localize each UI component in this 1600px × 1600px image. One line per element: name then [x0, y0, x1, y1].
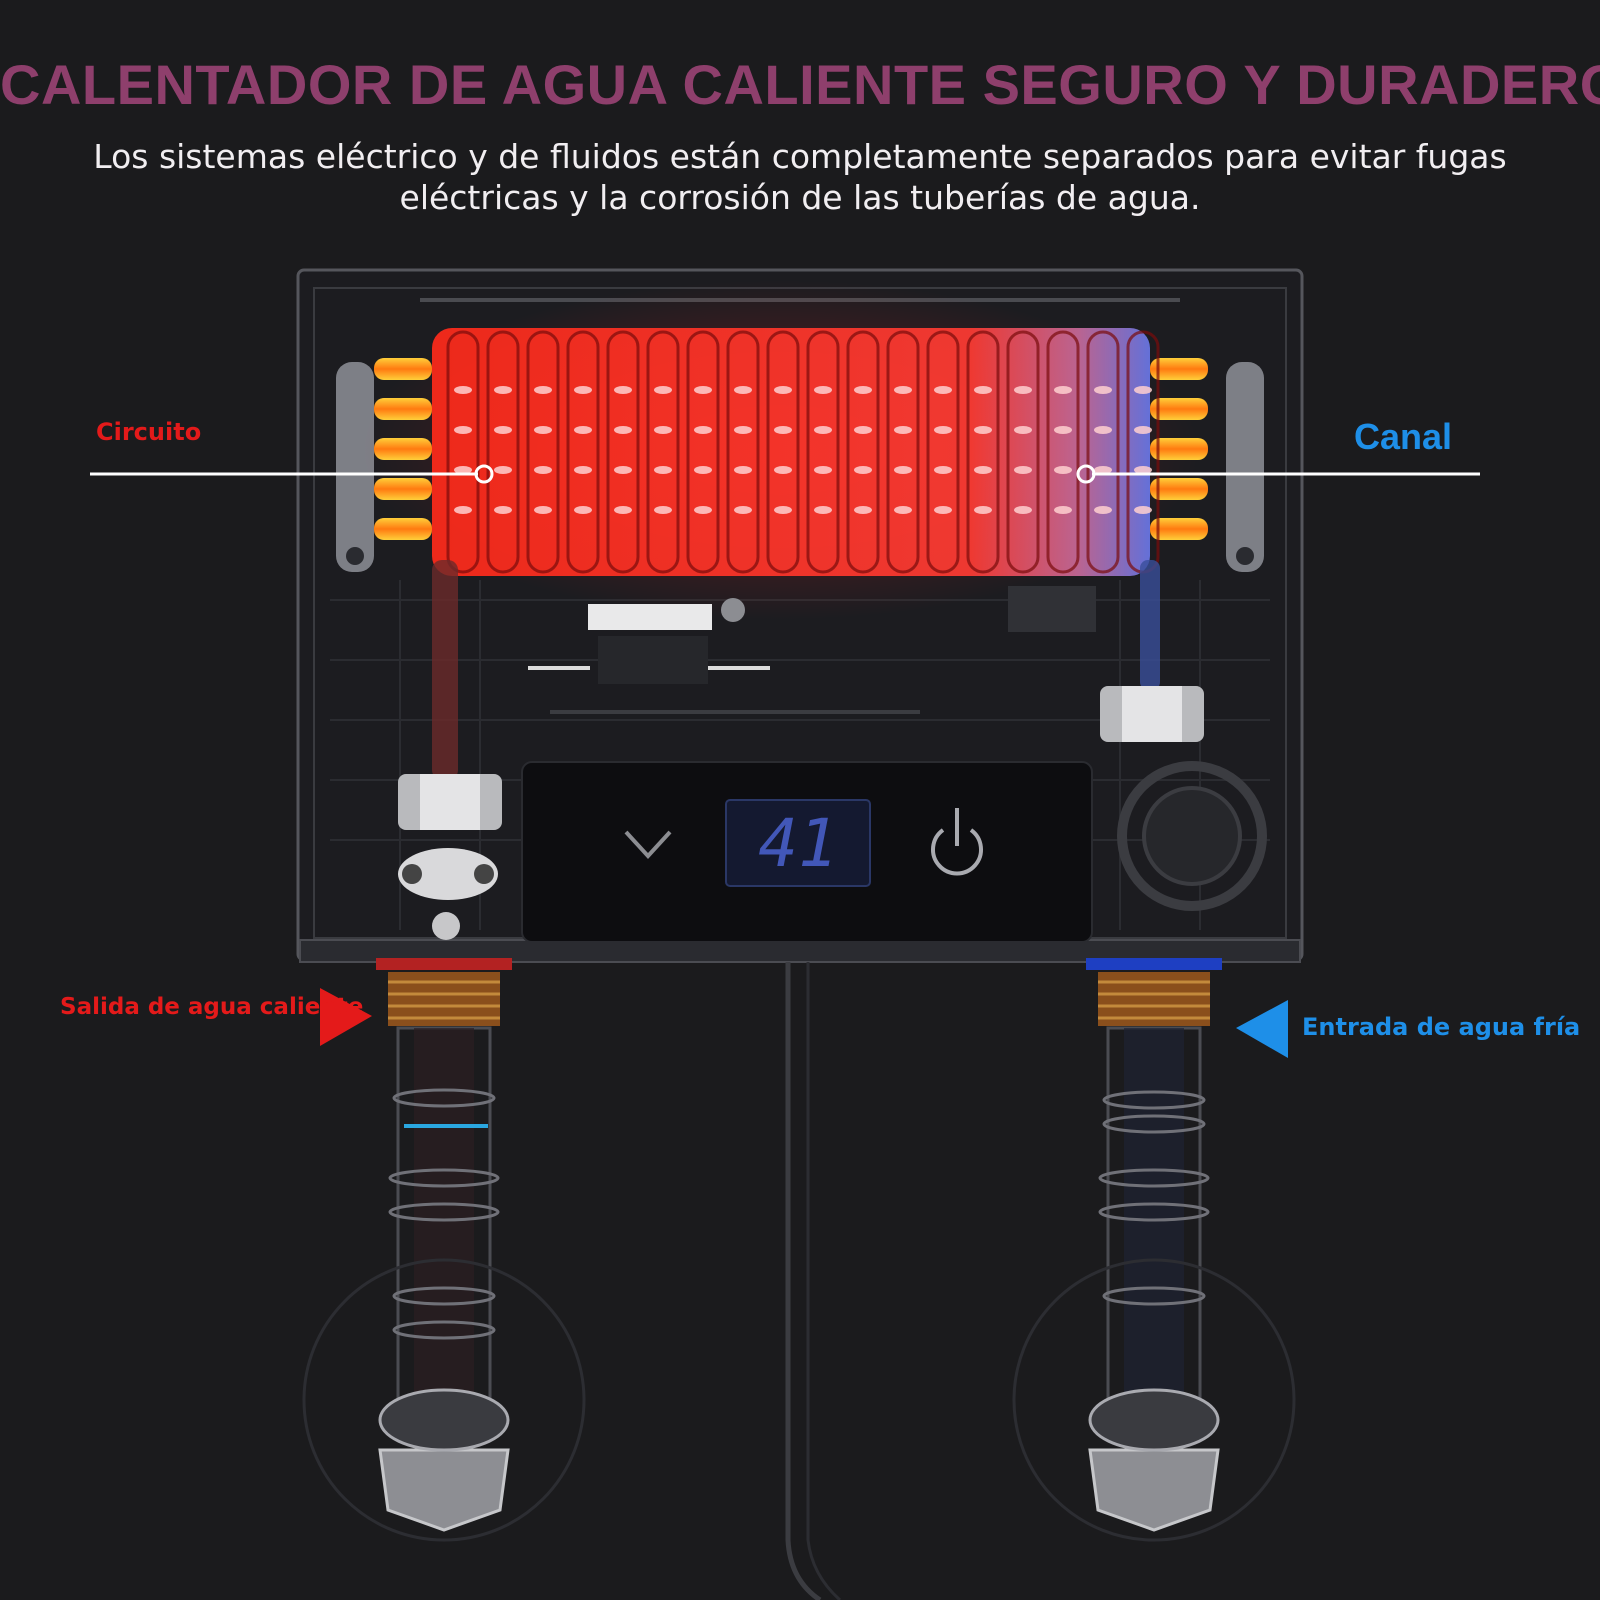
- power-icon[interactable]: [931, 808, 983, 876]
- pipe-ends-left: [374, 358, 432, 540]
- temperature-display: 41: [758, 805, 837, 882]
- cold-water-inlet-fitting: [1012, 958, 1296, 1542]
- hot-pipe-internal: [432, 560, 458, 780]
- callout-label-hot-outlet: Salida de agua caliente: [60, 994, 364, 1020]
- power-cable: [785, 962, 822, 1600]
- page-title: CALENTADOR DE AGUA CALIENTE SEGURO Y DUR…: [0, 53, 1600, 116]
- heating-coil: [432, 328, 1160, 576]
- callout-label-cold-inlet: Entrada de agua fría: [1302, 1013, 1581, 1041]
- hot-outlet-arrow-icon: [320, 988, 372, 1046]
- callout-label-circuit: Circuito: [96, 418, 202, 446]
- side-brackets: [336, 362, 1264, 572]
- page-subtitle: Los sistemas eléctrico y de fluidos está…: [93, 137, 1507, 217]
- cold-inlet-arrow-icon: [1236, 1000, 1288, 1058]
- callout-line-circuit: [90, 464, 494, 484]
- control-panel: [521, 761, 1093, 943]
- pipe-ends-right: [1150, 358, 1208, 540]
- callout-label-channel: Canal: [1354, 416, 1453, 457]
- chevron-down-icon[interactable]: [624, 830, 672, 859]
- callout-line-channel: [1076, 464, 1480, 484]
- hot-water-outlet-fitting: [302, 958, 586, 1542]
- cold-pipe-internal: [1140, 560, 1160, 690]
- internal-components: [398, 586, 1267, 940]
